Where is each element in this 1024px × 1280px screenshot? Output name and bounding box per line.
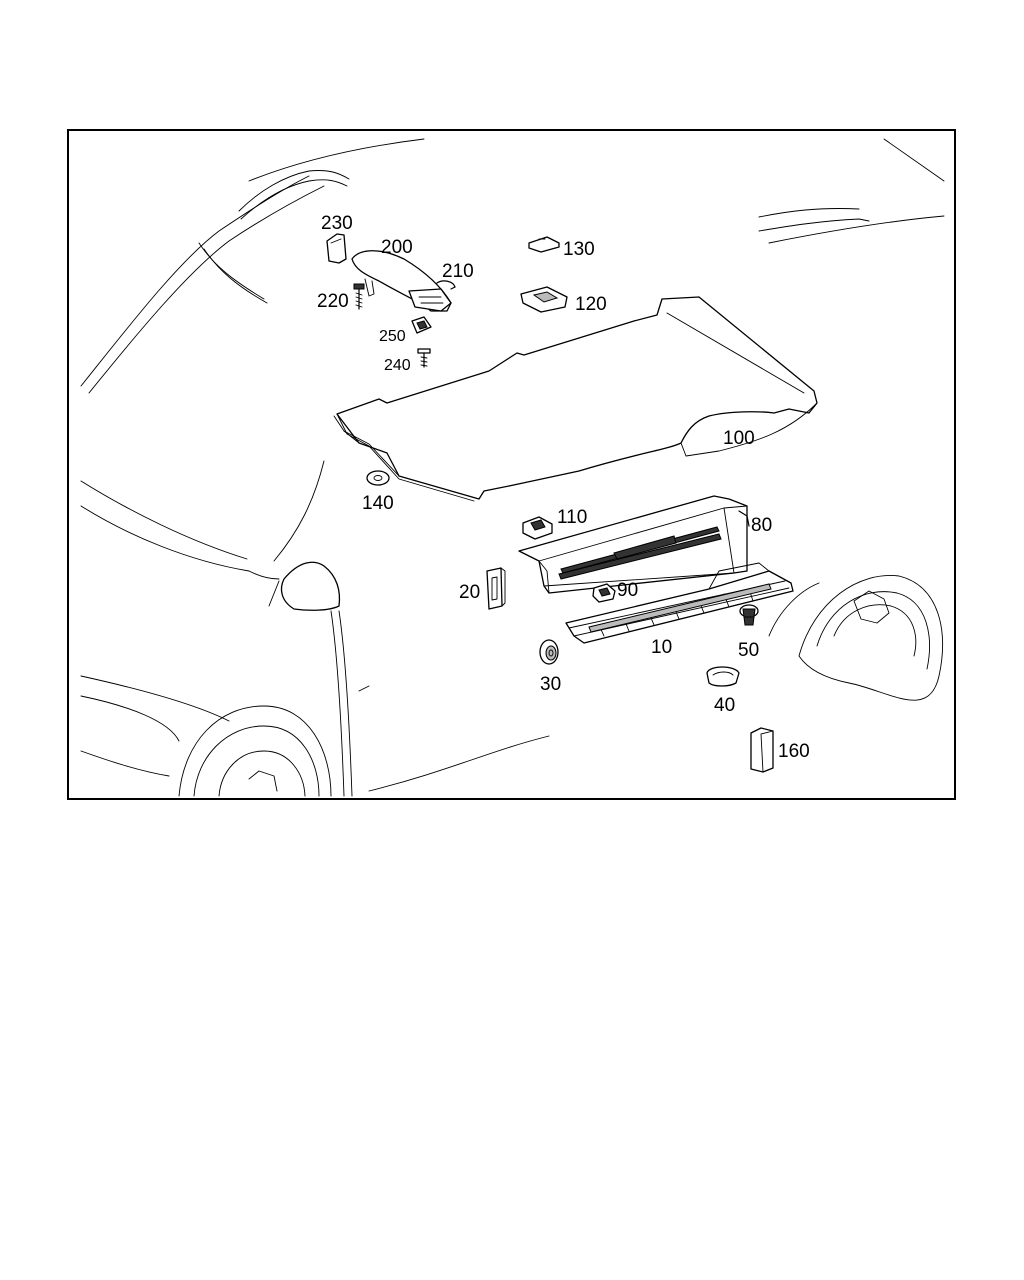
parts-diagram: 230 200 210 220 250 240 130 120 100 140 … [80, 138, 945, 797]
callout-160: 160 [778, 741, 810, 762]
part-80-tray [518, 495, 750, 594]
callout-30: 30 [540, 674, 561, 695]
part-230-bracket [326, 233, 347, 264]
callout-240: 240 [384, 357, 411, 374]
callout-120: 120 [575, 294, 607, 315]
part-120-lamp [520, 286, 568, 313]
callout-140: 140 [362, 493, 394, 514]
part-240-screw [417, 348, 431, 368]
part-200-grab-handle [351, 250, 452, 312]
part-20-bracket [486, 567, 506, 610]
callout-10: 10 [651, 637, 672, 658]
part-30-grommet [539, 639, 559, 665]
callout-210: 210 [442, 261, 474, 282]
part-140-washer [366, 470, 390, 486]
callout-90: 90 [617, 580, 638, 601]
callout-230: 230 [321, 213, 353, 234]
part-40-plug [706, 666, 740, 687]
callout-130: 130 [563, 239, 595, 260]
callout-20: 20 [459, 582, 480, 603]
callout-110: 110 [557, 507, 587, 528]
callout-labels: 230 200 210 220 250 240 130 120 100 140 … [317, 213, 810, 762]
callout-50: 50 [738, 640, 759, 661]
part-250-nut [411, 316, 432, 334]
callout-40: 40 [714, 695, 735, 716]
part-210-clip [436, 280, 456, 290]
part-110-clip [522, 516, 553, 540]
parts-diagram-frame: 230 200 210 220 250 240 130 120 100 140 … [67, 129, 956, 800]
callout-80: 80 [751, 515, 772, 536]
part-100-floor-panel [333, 296, 818, 502]
callout-220: 220 [317, 291, 349, 312]
part-90-clip [592, 583, 616, 603]
part-50-push-clip [739, 604, 759, 626]
part-220-screw [353, 283, 365, 310]
callout-200: 200 [381, 237, 413, 258]
part-130-cover [528, 236, 560, 253]
callout-250: 250 [379, 328, 406, 345]
vehicle-outline [80, 138, 945, 797]
callout-100: 100 [723, 428, 755, 449]
part-160-block [750, 727, 774, 773]
part-10-sill [565, 562, 794, 644]
